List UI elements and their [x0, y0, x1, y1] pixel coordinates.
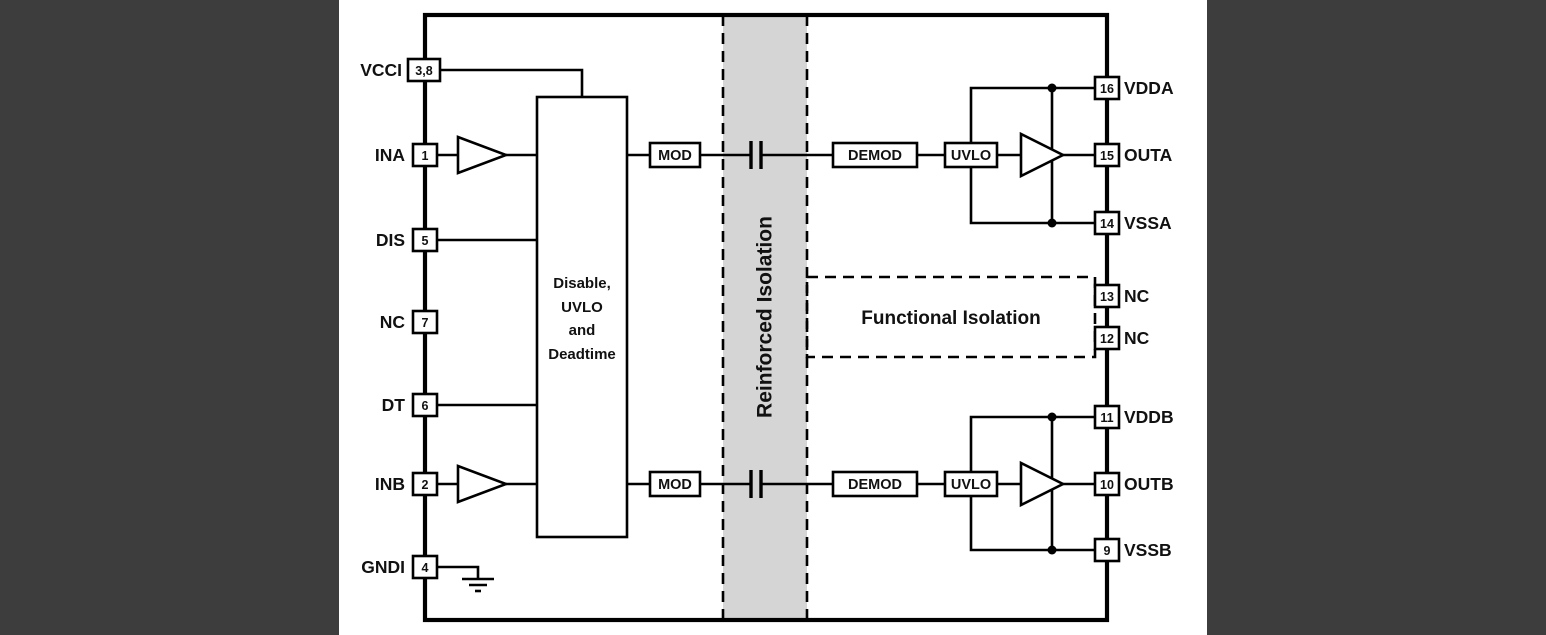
- pin-box-vssb: [1093, 537, 1121, 563]
- pin-label-outb: OUTB: [1124, 474, 1174, 494]
- pin-box-ina: [411, 142, 439, 168]
- pin-label-nc-13: NC: [1124, 286, 1150, 306]
- pin-label-dt: DT: [382, 395, 406, 415]
- reinforced-isolation-band: [723, 15, 807, 620]
- mod-b-box: [648, 470, 702, 498]
- pin-label-vddb: VDDB: [1124, 407, 1174, 427]
- pin-number-vssb: 9: [1104, 544, 1111, 558]
- functional-isolation-label: Functional Isolation: [861, 308, 1040, 329]
- junction-dot: [1047, 412, 1057, 422]
- demod-b-box: [831, 470, 919, 498]
- pin-label-vssb: VSSB: [1124, 540, 1172, 560]
- pin-number-gndi: 4: [422, 561, 429, 575]
- mod-a-label: MOD: [658, 148, 692, 164]
- vcci-wire: [440, 68, 584, 97]
- pin-number-dt: 6: [422, 399, 429, 413]
- pin-box-vddb: [1093, 404, 1121, 430]
- pin-number-nc-13: 13: [1100, 290, 1114, 304]
- input-wires: [437, 68, 584, 579]
- pin-box-vcci: [406, 57, 442, 83]
- center-block-line3: and: [569, 322, 596, 339]
- pin-number-vddb: 11: [1100, 411, 1113, 425]
- pin-box-nc-13: [1093, 283, 1121, 309]
- pin-label-nc-left: NC: [380, 312, 406, 332]
- pin-box-outb: [1093, 471, 1121, 497]
- functional-isolation-box: [805, 275, 1097, 359]
- gndi-wire: [438, 565, 480, 579]
- pin-label-dis: DIS: [376, 230, 405, 250]
- pin-label-vcci: VCCI: [360, 60, 402, 80]
- pin-box-nc-12: [1093, 325, 1121, 351]
- pin-label-inb: INB: [375, 474, 405, 494]
- driver-b-icon: [1019, 460, 1066, 508]
- pin-box-nc-left: [411, 309, 439, 335]
- pin-label-nc-12: NC: [1124, 328, 1150, 348]
- uvlo-b-label: UVLO: [951, 477, 991, 493]
- pin-number-inb: 2: [422, 478, 429, 492]
- pin-box-vdda: [1093, 75, 1121, 101]
- center-block-line1: Disable,: [553, 275, 611, 292]
- center-block-line4: Deadtime: [548, 346, 616, 363]
- ground-icon: [462, 577, 494, 593]
- inb-buffer-icon: [456, 464, 510, 504]
- pin-label-outa: OUTA: [1124, 145, 1173, 165]
- demod-b-label: DEMOD: [848, 477, 902, 493]
- junction-dot: [1047, 545, 1057, 555]
- demod-a-label: DEMOD: [848, 148, 902, 164]
- center-block-line2: UVLO: [561, 299, 603, 316]
- reinforced-isolation-label: Reinforced Isolation: [754, 216, 777, 418]
- center-block: [535, 95, 629, 539]
- pin-number-vdda: 16: [1100, 82, 1114, 96]
- pin-box-gndi: [411, 554, 439, 580]
- ina-buffer-icon: [456, 135, 510, 175]
- pin-number-vssa: 14: [1100, 217, 1114, 231]
- pin-number-outb: 10: [1100, 478, 1114, 492]
- pin-number-vcci: 3,8: [415, 64, 432, 78]
- pin-label-ina: INA: [375, 145, 406, 165]
- mod-b-label: MOD: [658, 477, 692, 493]
- junction-dot: [1047, 218, 1057, 228]
- pin-number-dis: 5: [422, 234, 429, 248]
- pin-label-vssa: VSSA: [1124, 213, 1172, 233]
- pin-box-inb: [411, 471, 439, 497]
- pin-label-vdda: VDDA: [1124, 78, 1174, 98]
- pin-number-ina: 1: [422, 149, 429, 163]
- pin-box-dt: [411, 392, 439, 418]
- pin-box-outa: [1093, 142, 1121, 168]
- pin-number-nc-12: 12: [1100, 332, 1114, 346]
- pin-box-vssa: [1093, 210, 1121, 236]
- junction-dot: [1047, 83, 1057, 93]
- pin-number-outa: 15: [1100, 149, 1114, 163]
- pin-number-nc-left: 7: [422, 316, 429, 330]
- driver-a-icon: [1019, 131, 1066, 179]
- channel-a: MOD DEMOD UVLO: [627, 83, 1095, 228]
- channel-b: MOD DEMOD UVLO: [627, 412, 1095, 555]
- uvlo-a-label: UVLO: [951, 148, 991, 164]
- pin-label-gndi: GNDI: [361, 557, 405, 577]
- right-pins: 16 VDDA 15 OUTA 14 VSSA 13 NC 12 NC 11 V…: [1093, 75, 1174, 563]
- pin-box-dis: [411, 227, 439, 253]
- left-pins: 3,8 VCCI 1 INA 5 DIS 7 NC 6 DT 2 INB 4 G…: [360, 57, 442, 580]
